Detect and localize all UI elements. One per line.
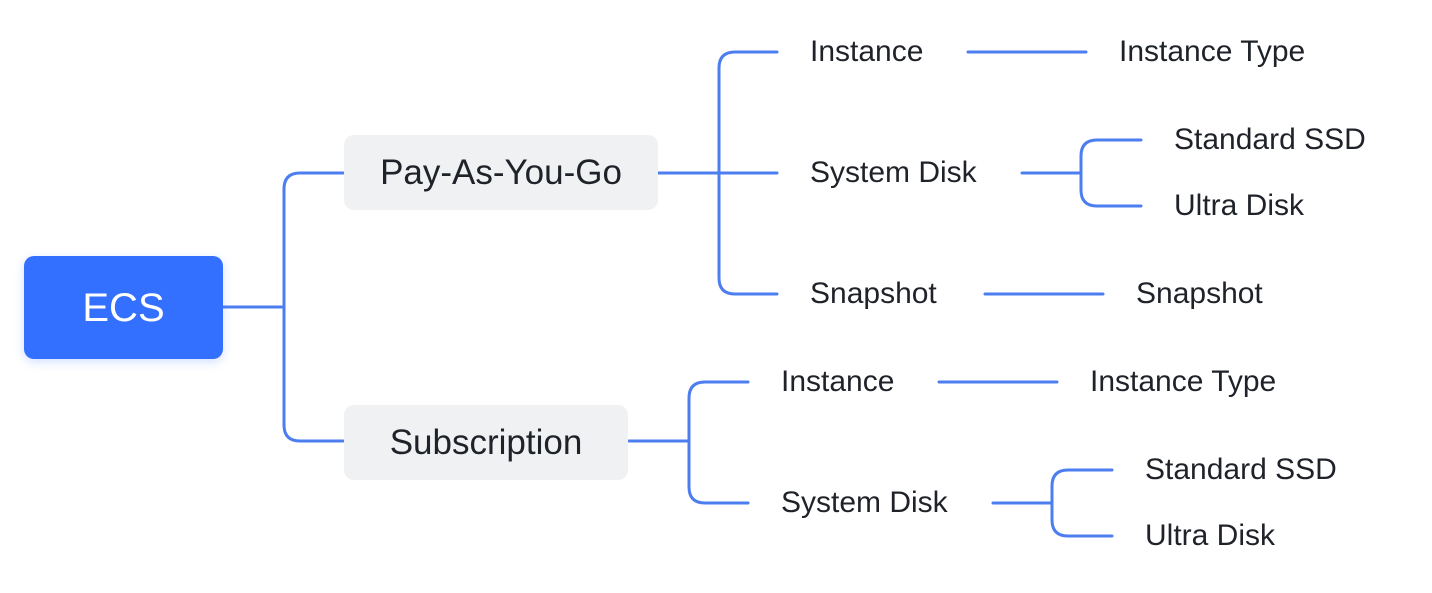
connector-payg-system-disk — [1020, 138, 1143, 208]
node-sub-standard-ssd[interactable]: Standard SSD — [1145, 453, 1337, 486]
connector-sub-system-disk — [991, 468, 1114, 538]
node-payg-system-disk[interactable]: System Disk — [810, 156, 977, 189]
connector-subscription-to-children — [627, 380, 750, 505]
branch-node-pay-as-you-go[interactable]: Pay-As-You-Go — [344, 135, 658, 210]
node-sub-instance[interactable]: Instance — [781, 365, 895, 398]
connector-root-to-branches — [221, 171, 345, 443]
node-payg-standard-ssd[interactable]: Standard SSD — [1174, 123, 1366, 156]
node-sub-system-disk[interactable]: System Disk — [781, 486, 948, 519]
connector-payg-to-children — [656, 50, 779, 296]
node-payg-snapshot-child[interactable]: Snapshot — [1136, 277, 1263, 310]
node-payg-snapshot[interactable]: Snapshot — [810, 277, 937, 310]
node-payg-instance-type[interactable]: Instance Type — [1119, 35, 1306, 68]
node-sub-instance-type[interactable]: Instance Type — [1090, 365, 1277, 398]
node-sub-ultra-disk[interactable]: Ultra Disk — [1145, 519, 1276, 552]
root-node-ecs[interactable]: ECS — [24, 256, 223, 359]
node-payg-ultra-disk[interactable]: Ultra Disk — [1174, 189, 1305, 222]
branch-node-subscription[interactable]: Subscription — [344, 405, 628, 480]
node-payg-instance[interactable]: Instance — [810, 35, 924, 68]
